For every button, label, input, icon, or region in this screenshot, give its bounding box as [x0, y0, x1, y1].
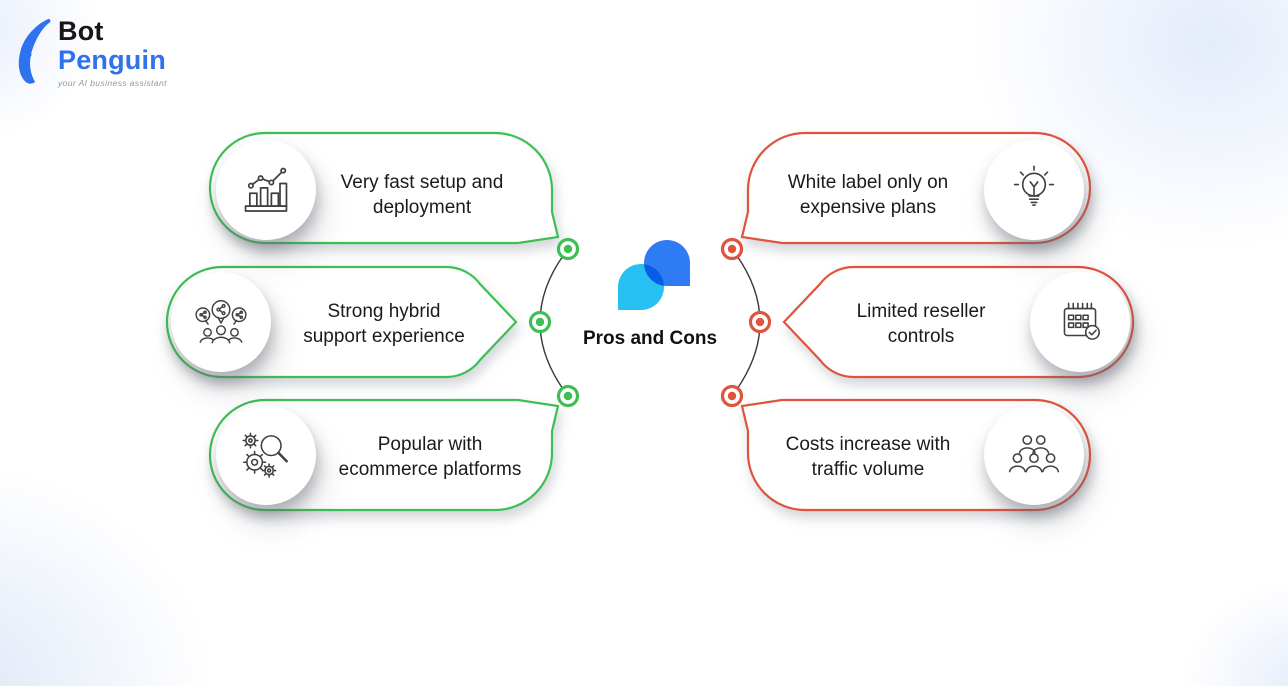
con-label-3: Costs increase with traffic volume	[785, 434, 951, 480]
chat-bubble-cyan-icon	[618, 264, 664, 310]
connector-dot-con-3	[720, 384, 744, 408]
botpenguin-logo: Bot Penguin your AI business assistant	[14, 18, 167, 88]
penguin-icon	[18, 18, 51, 84]
connector-dot-con-2	[748, 310, 772, 334]
pro-label-1: Very fast setup and deployment	[340, 172, 504, 218]
lightbulb-icon	[1013, 165, 1055, 206]
icon-circle-pro-3	[216, 405, 316, 505]
icon-circle-con-2	[1030, 272, 1130, 372]
pro-label-3: Popular with ecommerce platforms	[338, 434, 522, 480]
connector-dot-pro-2	[528, 310, 552, 334]
team-share-icon	[195, 300, 247, 344]
brand-name-penguin: Penguin	[58, 45, 166, 75]
diagram-title: Pros and Cons	[582, 328, 718, 349]
people-group-icon	[1008, 435, 1060, 473]
brand-tagline: your AI business assistant	[58, 78, 167, 88]
icon-circle-con-3	[984, 405, 1084, 505]
icon-circle-con-1	[984, 140, 1084, 240]
calendar-check-icon	[1063, 302, 1100, 340]
pro-label-2: Strong hybrid support experience	[303, 301, 465, 347]
con-label-1: White label only on expensive plans	[787, 172, 949, 218]
bar-chart-icon	[244, 167, 288, 212]
con-label-2: Limited reseller controls	[856, 301, 986, 347]
brand-name-bot: Bot	[58, 16, 104, 46]
connector-dot-pro-3	[556, 384, 580, 408]
icon-circle-pro-2	[171, 272, 271, 372]
connector-dot-pro-1	[556, 237, 580, 261]
icon-circle-pro-1	[216, 140, 316, 240]
gears-search-icon	[242, 432, 288, 478]
connector-dot-con-1	[720, 237, 744, 261]
